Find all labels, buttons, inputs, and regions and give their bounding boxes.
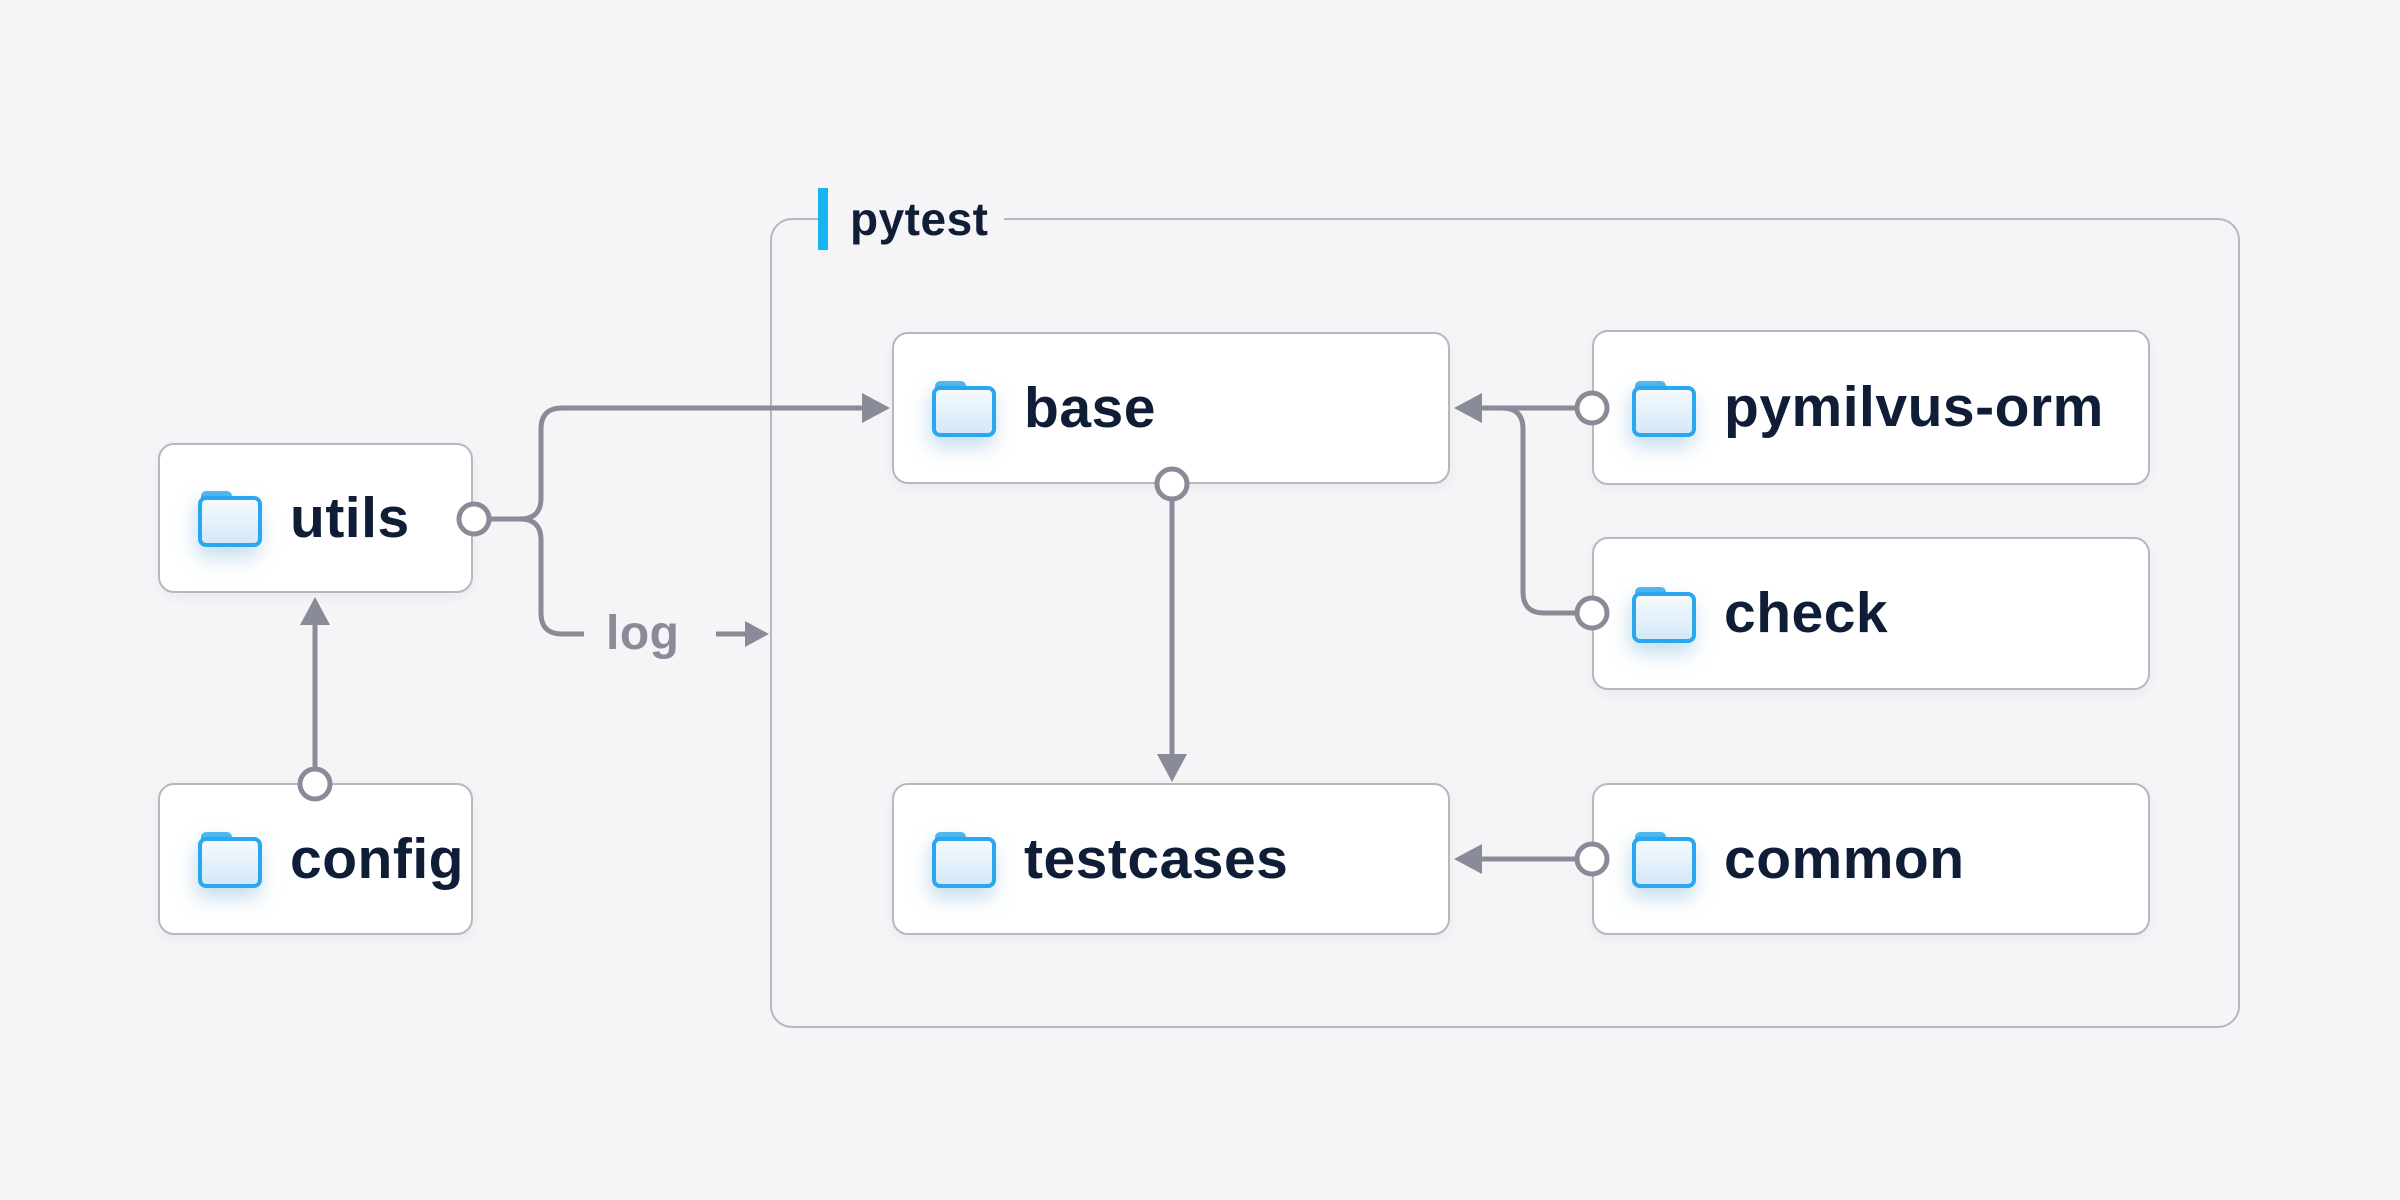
folder-icon [1632, 585, 1696, 643]
edge-utils-to-log [490, 516, 584, 637]
edge-label-log: log [606, 607, 680, 660]
node-utils: utils [158, 443, 473, 593]
node-testcases: testcases [892, 783, 1450, 935]
folder-icon [932, 379, 996, 437]
accent-bar [818, 188, 828, 250]
node-label: pymilvus-orm [1724, 375, 2104, 439]
node-label: utils [290, 485, 410, 550]
node-base: base [892, 332, 1450, 484]
arrowhead-log [745, 621, 769, 647]
node-label: base [1024, 375, 1156, 440]
folder-icon [1632, 830, 1696, 888]
folder-icon [1632, 379, 1696, 437]
node-label: check [1724, 581, 1889, 645]
pytest-group-title: pytest [850, 193, 989, 245]
pytest-group-border [770, 218, 2240, 1028]
node-label: config [290, 826, 464, 891]
arrowhead-into-utils-bottom [300, 597, 330, 625]
node-label: common [1724, 826, 1965, 891]
node-label: testcases [1024, 826, 1289, 891]
node-check: check [1592, 537, 2150, 690]
node-common: common [1592, 783, 2150, 935]
pytest-group-label: pytest [818, 186, 1005, 252]
node-pymilvus-orm: pymilvus-orm [1592, 330, 2150, 485]
node-config: config [158, 783, 473, 935]
folder-icon [198, 489, 262, 547]
folder-icon [198, 830, 262, 888]
folder-icon [932, 830, 996, 888]
